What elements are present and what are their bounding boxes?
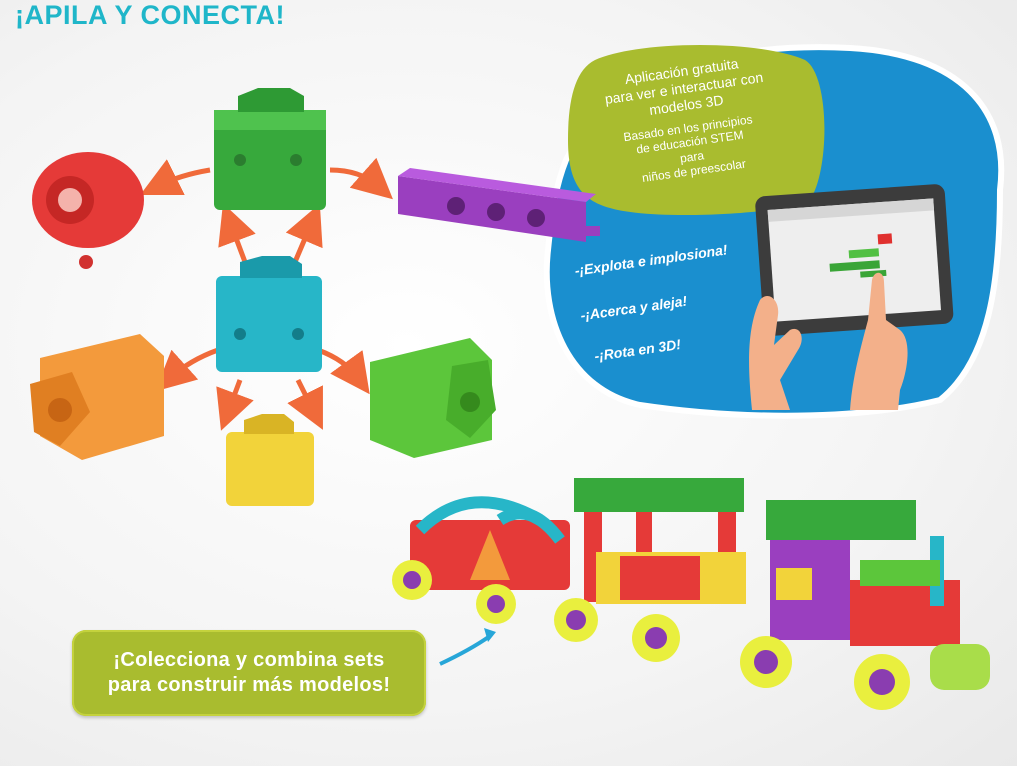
hand-right-icon bbox=[850, 272, 908, 410]
yellow-block-icon bbox=[226, 414, 314, 506]
collect-arrow-icon bbox=[439, 634, 492, 666]
page-title: ¡APILA Y CONECTA! bbox=[14, 0, 285, 30]
arrow-to-yellow-right bbox=[287, 378, 323, 430]
light-green-block-icon bbox=[370, 338, 496, 458]
toy-train-icon bbox=[392, 478, 990, 710]
green-block-icon bbox=[214, 88, 326, 210]
hand-left-icon bbox=[749, 295, 802, 410]
arrow-to-yellow-left bbox=[216, 379, 254, 431]
collect-label: ¡Colecciona y combina sets para construi… bbox=[107, 649, 391, 696]
arrow-up-left bbox=[218, 203, 256, 263]
arrow-to-orange bbox=[155, 347, 219, 392]
orange-block-icon bbox=[30, 334, 164, 460]
arrow-to-red bbox=[140, 159, 211, 195]
arrow-to-purple bbox=[329, 157, 393, 200]
tablet-icon bbox=[755, 184, 954, 336]
teal-block-icon bbox=[216, 256, 322, 372]
arrow-to-green bbox=[317, 347, 370, 395]
collect-banner: ¡Colecciona y combina sets para construi… bbox=[72, 630, 426, 716]
arrow-up-right bbox=[285, 203, 323, 263]
purple-bar-block-icon bbox=[398, 168, 600, 242]
red-wheel-block-icon bbox=[32, 152, 144, 269]
app-speech-bubble bbox=[568, 45, 825, 216]
